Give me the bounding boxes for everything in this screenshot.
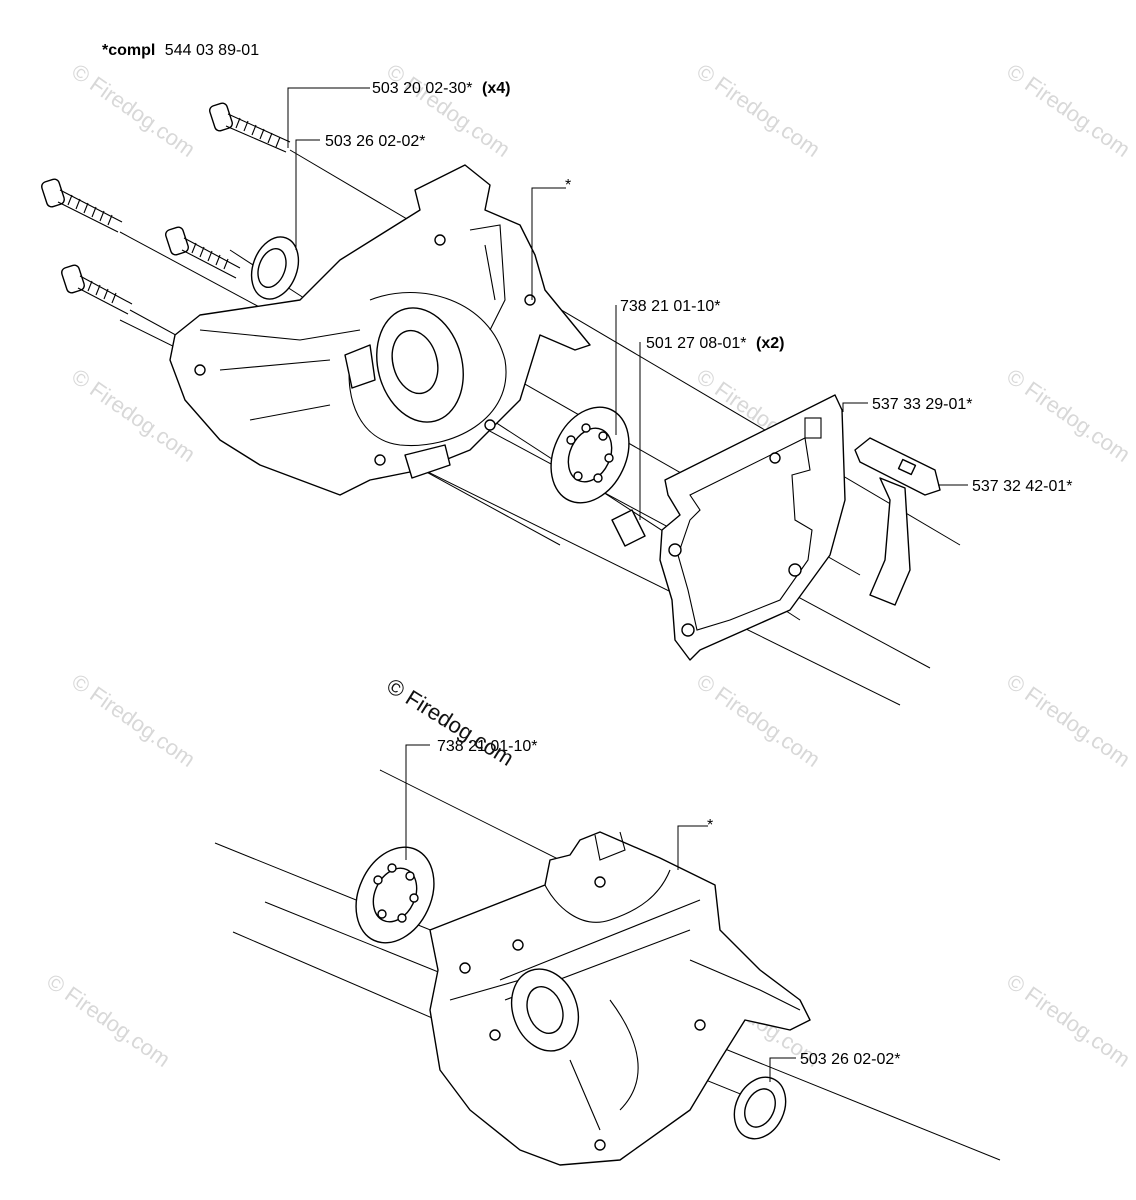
watermark: © Firedog.com [692,59,825,162]
watermark: © Firedog.com [1002,969,1135,1072]
watermark: © Firedog.com [692,669,825,772]
watermark: © Firedog.com [1002,59,1135,162]
crankcase-half-top [169,164,591,496]
guide-pin [611,509,646,547]
screw [41,178,123,233]
compl-number: 544 03 89-01 [165,42,259,59]
part-label-crankcase-bottom: * [707,817,713,834]
watermark: © Firedog.com [42,969,175,1072]
assembly-kit-label: *compl 544 03 89-01 [102,42,259,59]
part-label-gasket: 537 33 29-01* [872,396,973,413]
part-label-seal-top: 503 26 02-02* [325,133,426,150]
part-label-pin: 501 27 08-01* (x2) [646,335,784,352]
part-label-screw: 503 20 02-30* (x4) [372,80,510,97]
part-label-lever: 537 32 42-01* [972,478,1073,495]
part-label-bearing-top: 738 21 01-10* [620,298,721,315]
choke-lever [854,437,941,606]
seal-ring-bottom [733,1076,787,1140]
watermark-center: © Firedog.com [382,673,518,771]
screw [61,264,133,315]
compl-prefix: *compl [102,42,155,59]
watermark: © Firedog.com [67,669,200,772]
leader-lines [287,87,968,1082]
ball-bearing-bottom [355,846,435,944]
gasket [659,394,846,661]
screw-group [41,102,291,315]
watermark: © Firedog.com [67,59,200,162]
seal-ring-top [250,236,300,300]
ball-bearing-top [550,406,630,504]
watermark: © Firedog.com [1002,669,1135,772]
part-label-seal-bottom: 503 26 02-02* [800,1051,901,1068]
part-number: 503 20 02-30* [372,80,473,97]
screw [209,102,291,153]
part-label-bearing-bottom: 738 21 01-10* [437,738,538,755]
part-label-crankcase-top: * [565,177,571,194]
screw [165,226,241,279]
crankcase-half-bottom [429,831,811,1166]
part-qty: (x2) [756,335,784,352]
part-qty: (x4) [482,80,510,97]
part-number: 501 27 08-01* [646,335,747,352]
watermark: © Firedog.com [1002,364,1135,467]
